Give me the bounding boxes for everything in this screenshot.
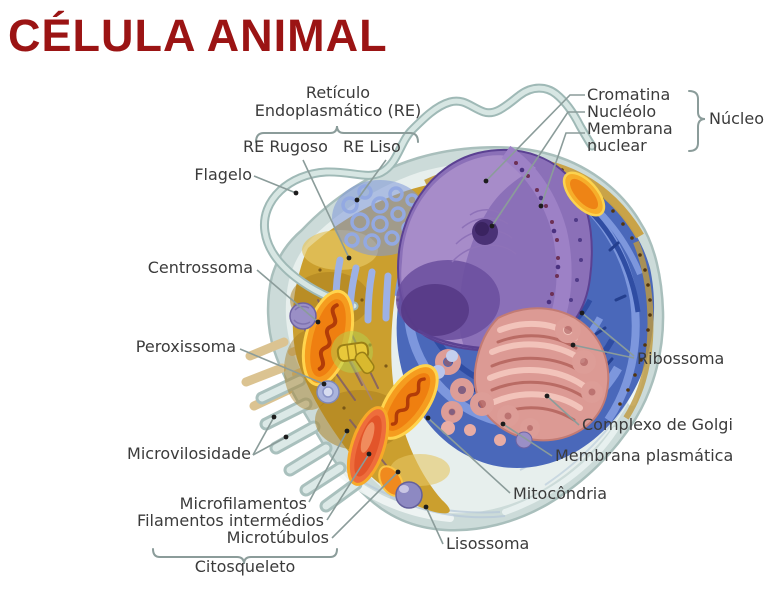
centrosome	[331, 331, 375, 375]
flagellum	[259, 83, 597, 311]
leader-microtubulos	[331, 471, 399, 539]
leader-flagelo	[253, 175, 297, 194]
lysosome	[395, 481, 423, 509]
label-membrana-nuclear-line2: nuclear	[587, 136, 647, 155]
leader-re-rugoso	[302, 159, 350, 259]
leader-membrana-nuclear	[540, 132, 585, 207]
label-membrana-plasmatica: Membrana plasmática	[555, 446, 734, 465]
label-membrana-nuclear-line1: Membrana	[587, 119, 673, 138]
brace-citosqueleto	[152, 548, 338, 565]
golgi-rings	[435, 317, 603, 438]
leader-microvilosidade-b	[252, 436, 287, 456]
label-mitocondria: Mitocôndria	[513, 484, 608, 503]
label-flagelo: Flagelo	[194, 165, 252, 184]
leader-peroxissoma	[239, 348, 325, 385]
label-lisossoma: Lisossoma	[446, 534, 530, 553]
peroxisome	[316, 380, 340, 404]
label-microfilamentos: Microfilamentos	[179, 494, 307, 513]
label-reticulo-line1: Retículo	[305, 83, 371, 102]
leader-ribossoma-a	[581, 312, 635, 357]
label-peroxissoma: Peroxissoma	[135, 337, 236, 356]
leader-filamentos-intermedios	[326, 453, 370, 521]
braces	[152, 90, 706, 565]
label-cromatina: Cromatina	[587, 85, 671, 104]
golgi-complex	[431, 307, 610, 446]
brace-nucleo	[688, 90, 706, 152]
leader-dots	[271, 178, 585, 510]
leader-membrana-plasmatica	[502, 423, 553, 457]
leader-lines	[239, 94, 635, 545]
label-centrossoma: Centrossoma	[147, 258, 253, 277]
label-re-rugoso: RE Rugoso	[243, 137, 328, 156]
label-re-liso: RE Liso	[343, 137, 401, 156]
page-title: CÉLULA ANIMAL	[8, 10, 388, 61]
brace-reticulo	[255, 125, 419, 143]
leader-re-liso	[356, 159, 387, 201]
leader-complexo-golgi	[546, 395, 580, 426]
label-reticulo-line2: Endoplasmático (RE)	[254, 101, 422, 120]
label-reticulo-endoplasmatico: Retículo Endoplasmático (RE)	[238, 84, 438, 120]
leader-nucleolo	[491, 111, 585, 227]
leader-microvilosidade-a	[252, 416, 275, 456]
leader-cromatina	[485, 94, 585, 182]
mitochondrion	[346, 406, 390, 486]
leader-ribossoma-b	[572, 344, 635, 359]
label-nucleolo: Nucléolo	[587, 102, 657, 121]
label-filamentos-intermedios: Filamentos intermédios	[137, 511, 324, 530]
label-citosqueleto: Citosqueleto	[194, 557, 296, 576]
label-membrana-nuclear: Membrana nuclear	[587, 120, 673, 154]
label-microtubulos: Microtúbulos	[226, 528, 329, 547]
label-microvilosidade: Microvilosidade	[127, 444, 251, 463]
label-complexo-de-golgi: Complexo de Golgi	[582, 415, 733, 434]
leader-centrossoma	[256, 269, 319, 323]
label-ribossoma: Ribossoma	[637, 349, 725, 368]
label-nucleo: Núcleo	[709, 109, 764, 128]
leader-microfilamentos	[308, 430, 348, 503]
mitochondrion	[562, 171, 606, 217]
vesicles	[289, 302, 533, 509]
leader-mitocondria	[427, 417, 511, 494]
leader-lisossoma	[425, 506, 444, 545]
